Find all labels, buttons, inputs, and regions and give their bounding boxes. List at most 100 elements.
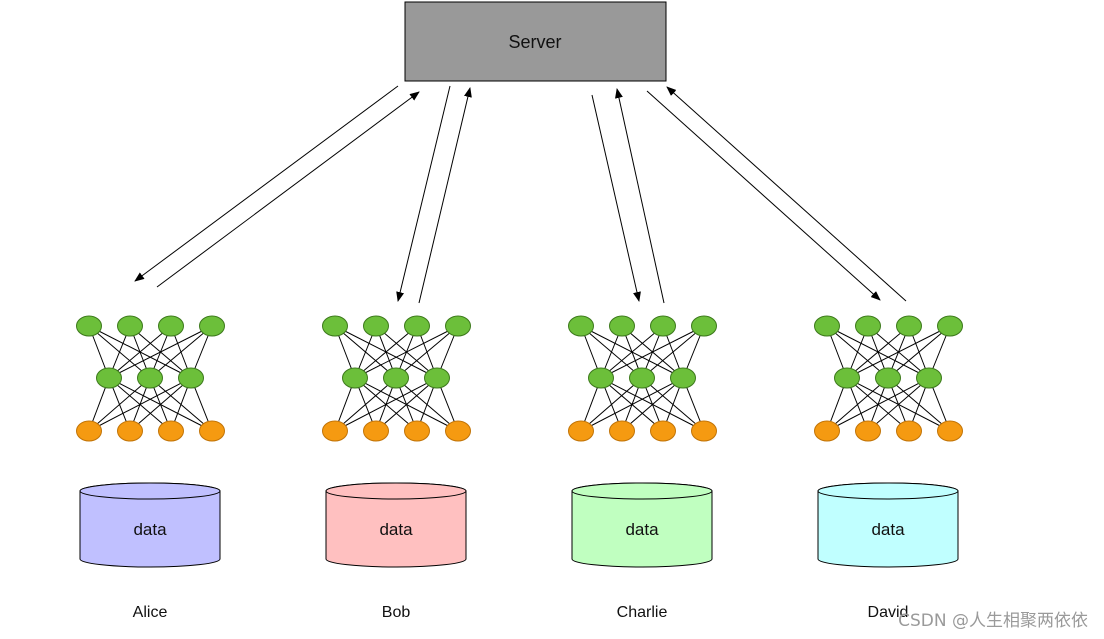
network-edge — [846, 325, 910, 379]
input-node — [896, 315, 922, 337]
network-edge — [580, 377, 643, 432]
input-node — [568, 315, 594, 337]
network-edge — [375, 377, 438, 432]
network-edge — [149, 325, 213, 379]
input-node — [855, 315, 881, 337]
output-node — [404, 420, 430, 442]
input-node — [363, 315, 389, 337]
arrow-alice-to-server — [156, 91, 420, 288]
hidden-node — [670, 367, 696, 389]
network-edge — [88, 377, 151, 432]
output-node — [609, 420, 635, 442]
network-edge — [826, 377, 930, 432]
network-edge — [334, 377, 397, 432]
neural-network — [322, 315, 471, 442]
output-node — [199, 420, 225, 442]
hidden-node — [137, 367, 163, 389]
hidden-node — [178, 367, 204, 389]
network-edge — [600, 325, 664, 379]
network-edge — [354, 325, 418, 379]
input-node — [814, 315, 840, 337]
client-name-label: Charlie — [617, 604, 668, 621]
hidden-node — [916, 367, 942, 389]
input-node — [76, 315, 102, 337]
database-cylinder: data — [325, 482, 467, 568]
output-node — [896, 420, 922, 442]
network-edge — [129, 377, 192, 432]
network-edge — [641, 325, 705, 379]
client-name-label: David — [868, 604, 909, 621]
input-node — [445, 315, 471, 337]
arrow-david-to-server — [666, 86, 907, 302]
input-node — [199, 315, 225, 337]
communication-arrows — [134, 85, 907, 304]
network-edge — [108, 325, 172, 379]
output-node — [568, 420, 594, 442]
database-top — [79, 482, 221, 500]
neural-network — [814, 315, 963, 442]
arrow-server-to-bob — [396, 85, 451, 302]
network-edge — [108, 325, 213, 379]
input-node — [609, 315, 635, 337]
output-node — [158, 420, 184, 442]
output-node — [650, 420, 676, 442]
output-node — [445, 420, 471, 442]
arrow-server-to-alice — [134, 85, 399, 282]
output-node — [937, 420, 963, 442]
client-name-label: Bob — [382, 604, 411, 621]
input-node — [937, 315, 963, 337]
client-name-label: Alice — [133, 604, 168, 621]
output-node — [855, 420, 881, 442]
input-node — [158, 315, 184, 337]
hidden-node — [875, 367, 901, 389]
output-node — [117, 420, 143, 442]
arrow-bob-to-server — [418, 87, 472, 304]
hidden-node — [424, 367, 450, 389]
database-top — [325, 482, 467, 500]
output-node — [322, 420, 348, 442]
network-edge — [867, 377, 930, 432]
input-node — [322, 315, 348, 337]
hidden-node — [588, 367, 614, 389]
database-cylinder: data — [571, 482, 713, 568]
output-node — [76, 420, 102, 442]
input-node — [691, 315, 717, 337]
hidden-node — [383, 367, 409, 389]
arrow-charlie-to-server — [615, 88, 665, 304]
input-node — [117, 315, 143, 337]
hidden-node — [629, 367, 655, 389]
server-node: Server — [404, 1, 667, 82]
network-edge — [354, 325, 459, 379]
network-edge — [580, 377, 684, 432]
database-label: data — [625, 520, 659, 539]
network-edge — [826, 377, 889, 432]
database-top — [817, 482, 959, 500]
network-edge — [621, 377, 684, 432]
database-cylinder: data — [79, 482, 221, 568]
database-label: data — [133, 520, 167, 539]
output-node — [363, 420, 389, 442]
hidden-node — [96, 367, 122, 389]
network-edge — [88, 377, 192, 432]
hidden-node — [342, 367, 368, 389]
network-edges — [580, 325, 705, 432]
arrow-server-to-david — [646, 90, 881, 301]
network-edge — [600, 325, 705, 379]
network-edge — [334, 377, 438, 432]
output-node — [691, 420, 717, 442]
network-edge — [395, 325, 459, 379]
neural-network — [568, 315, 717, 442]
watermark-text: CSDN @人生相聚两依依 — [898, 611, 1088, 631]
database-label: data — [871, 520, 905, 539]
database-top — [571, 482, 713, 500]
server-label: Server — [508, 32, 561, 52]
network-edge — [887, 325, 951, 379]
hidden-node — [834, 367, 860, 389]
database-cylinder: data — [817, 482, 959, 568]
input-node — [650, 315, 676, 337]
